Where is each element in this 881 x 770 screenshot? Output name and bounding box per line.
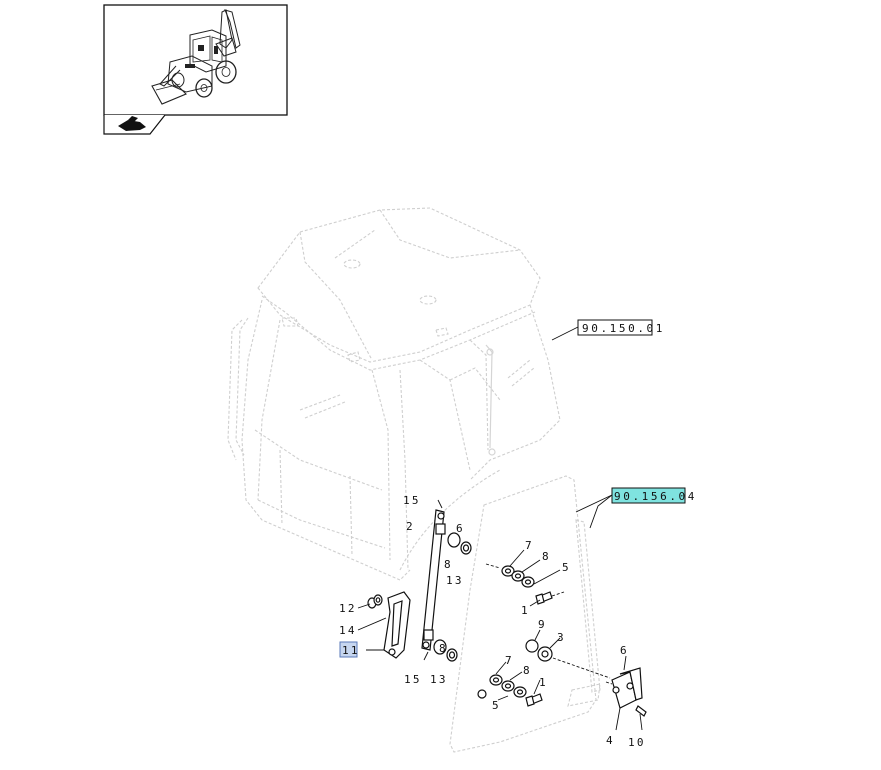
callout-8-lower: 8	[523, 664, 532, 677]
callout-11: 11	[342, 644, 360, 657]
callout-13-lower: 13	[430, 673, 448, 686]
lower-bushings	[433, 639, 458, 662]
reference-90-156-04[interactable]: 90.156.04	[575, 487, 697, 529]
callout-11-selected[interactable]: 11	[339, 641, 360, 658]
backhoe-loader-thumbnail	[151, 9, 241, 105]
callout-4: 4	[606, 734, 615, 747]
reference-label-highlighted: 90.156.04	[614, 490, 697, 503]
callout-12: 12	[339, 602, 357, 615]
callout-5-lower: 5	[492, 699, 501, 712]
callout-labels: 15 2 6 8 13 7 8 5 1 12 14 11 9 3 7 8 8 1…	[339, 494, 646, 749]
upper-washer-stack	[485, 549, 561, 588]
callout-13-upper: 13	[446, 574, 464, 587]
callout-14: 14	[339, 624, 357, 637]
callout-15-bottom: 15	[404, 673, 422, 686]
callout-7-upper: 7	[525, 539, 534, 552]
callout-7-lower: 7	[505, 654, 514, 667]
callout-8-hinge-lower: 8	[439, 642, 448, 655]
callout-15-top: 15	[403, 494, 421, 507]
lower-washer-stack	[477, 661, 543, 707]
callout-9: 9	[538, 618, 547, 631]
callout-2: 2	[406, 520, 415, 533]
reference-90-150-01[interactable]: 90.150.01	[551, 319, 665, 341]
upper-bushings	[447, 532, 472, 555]
callout-8-upper-left: 8	[444, 558, 453, 571]
callout-1-lower: 1	[539, 676, 548, 689]
hand-pointer-icon	[118, 116, 146, 131]
callout-3: 3	[557, 631, 566, 644]
upper-bolt	[529, 591, 565, 607]
hinge-bar-part	[421, 499, 446, 661]
callout-6-lower: 6	[620, 644, 629, 657]
callout-10: 10	[628, 736, 646, 749]
callout-1-upper: 1	[521, 604, 530, 617]
hinge-plate-part	[605, 655, 647, 731]
thumbnail-nav-tab[interactable]	[103, 114, 166, 135]
roller-parts-9-3	[525, 629, 611, 679]
reference-label-top: 90.150.01	[582, 322, 665, 335]
callout-5-upper: 5	[562, 561, 571, 574]
thumbnail-panel[interactable]	[103, 4, 288, 116]
cab-ghost-outline	[227, 207, 561, 581]
nut-and-washer-12-14	[357, 594, 387, 631]
callout-8-upper-right: 8	[542, 550, 551, 563]
latch-bracket-part	[366, 591, 411, 659]
callout-6-upper: 6	[456, 522, 465, 535]
door-glass-panel	[449, 475, 601, 753]
